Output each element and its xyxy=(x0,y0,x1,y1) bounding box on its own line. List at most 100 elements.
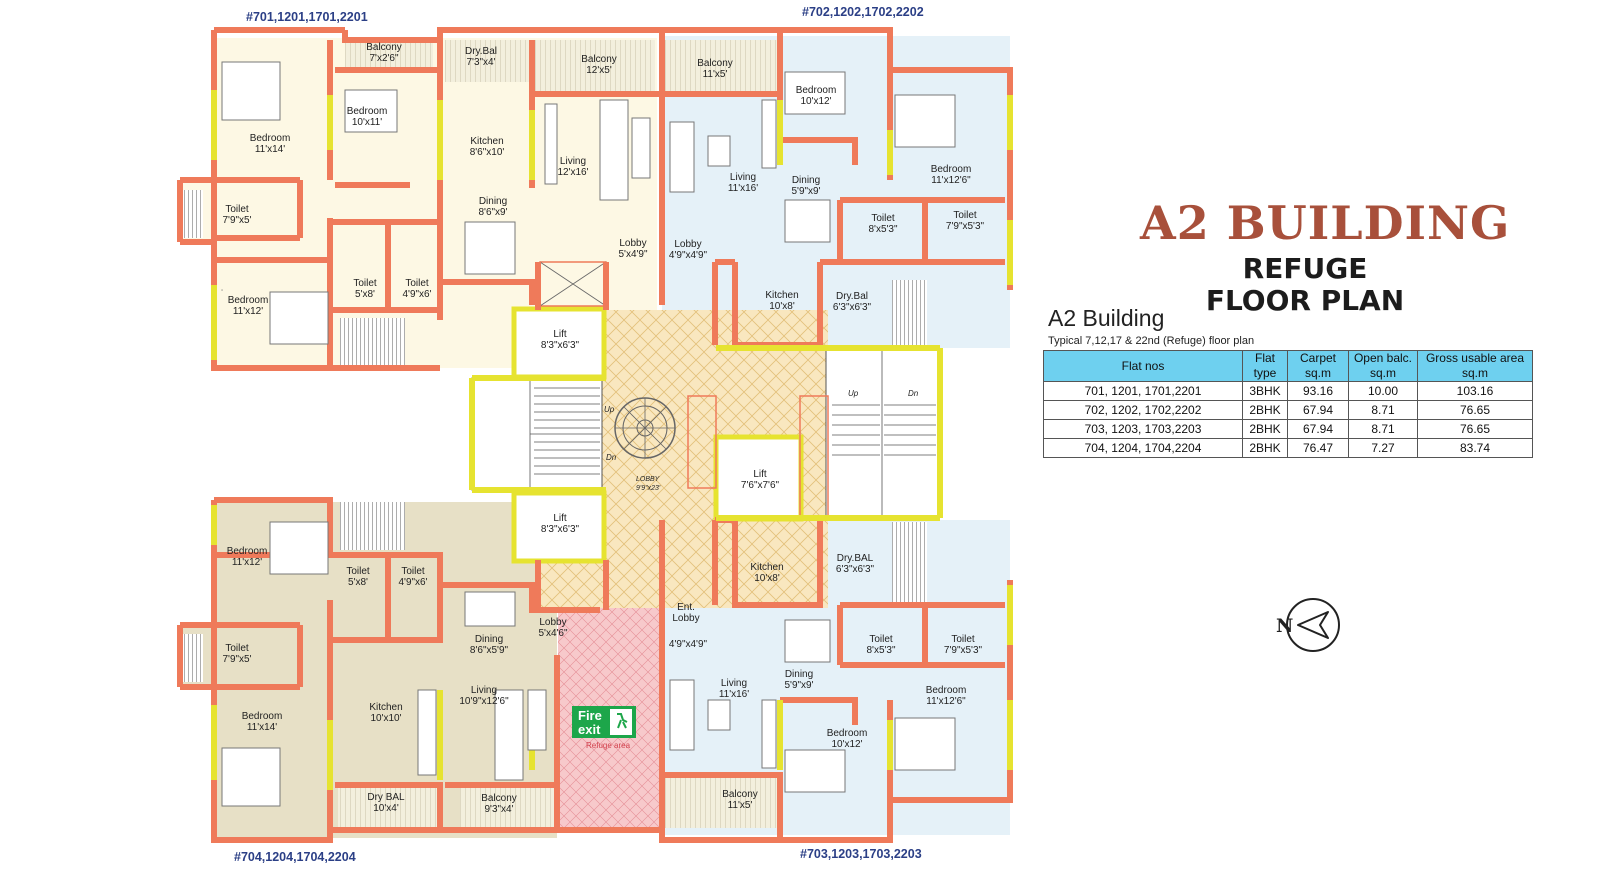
room-name: Dining xyxy=(785,669,813,680)
room-name: Dining xyxy=(479,196,507,207)
staircase-right xyxy=(825,347,939,519)
room-name: Living xyxy=(471,685,497,696)
room-name: Kitchen xyxy=(750,562,783,573)
room-name: Living xyxy=(721,678,747,689)
room-dimension: 11'x12' xyxy=(232,557,262,568)
cell: 2BHK xyxy=(1242,419,1288,439)
room-name: Balcony xyxy=(722,789,758,800)
room-name: Ent. xyxy=(677,602,695,613)
cell: 76.47 xyxy=(1287,438,1349,458)
table-row: 703, 1203, 1703,2203 2BHK 67.94 8.71 76.… xyxy=(1043,419,1533,439)
table-heading: A2 Building xyxy=(1048,305,1165,331)
room-name: Balcony xyxy=(481,793,517,804)
room-dimension: 10'x11' xyxy=(352,117,382,128)
room-dimension: 7'6"x7'6" xyxy=(741,480,780,491)
cell: 103.16 xyxy=(1417,381,1533,401)
table-row: 702, 1202, 1702,2202 2BHK 67.94 8.71 76.… xyxy=(1043,400,1533,420)
room-name: Balcony xyxy=(697,58,733,69)
room-dimension: 7'3"x4' xyxy=(466,57,495,68)
title-floor-plan: FLOOR PLAN xyxy=(1205,284,1405,317)
building-title: A2 BUILDING xyxy=(1140,196,1511,250)
cell: 701, 1201, 1701,2201 xyxy=(1043,381,1243,401)
furniture xyxy=(221,61,956,807)
room-dimension: 7'x2'6" xyxy=(369,53,399,64)
room-name: Toilet xyxy=(951,634,975,645)
room-name: Dry.BAL xyxy=(837,553,874,564)
room-dimension: 10'x10' xyxy=(370,713,401,724)
room-name: Dry.Bal xyxy=(465,46,497,57)
room-dimension: 5'9"x9' xyxy=(791,186,820,197)
room-name: Toilet xyxy=(871,213,895,224)
cell: 83.74 xyxy=(1417,438,1533,458)
room-name: Lobby xyxy=(539,617,566,628)
room-dimension: 6'3"x6'3" xyxy=(833,302,872,313)
room-name: Toilet xyxy=(401,566,425,577)
room-dimension: 7'9"x5' xyxy=(222,215,251,226)
room-name: Dry BAL xyxy=(367,792,405,803)
cell: 8.71 xyxy=(1348,419,1418,439)
room-dimension: 12'x5' xyxy=(586,65,612,76)
flat-number-top-right: #702,1202,1702,2202 xyxy=(802,5,924,19)
room-dimension: 8'3"x6'3" xyxy=(541,524,580,535)
room-name: Toilet xyxy=(225,643,249,654)
room-name: Dining xyxy=(475,634,503,645)
cell: 67.94 xyxy=(1287,400,1349,420)
room-dimension: 11'x5' xyxy=(728,800,753,811)
room-name: Bedroom xyxy=(227,546,268,557)
room-name: Lift xyxy=(753,469,767,480)
room-name: Bedroom xyxy=(250,133,291,144)
staircase-left xyxy=(471,377,603,491)
room-dimension: 4'9"x4'9" xyxy=(669,250,708,261)
room-name: Lift xyxy=(553,513,567,524)
header-open-balc: Open balc.sq.m xyxy=(1348,350,1418,382)
cell: 2BHK xyxy=(1242,400,1288,420)
room-name: Lobby xyxy=(619,238,646,249)
cell: 3BHK xyxy=(1242,381,1288,401)
room-dimension: 7'9"x5'3" xyxy=(944,645,983,656)
cell: 8.71 xyxy=(1348,400,1418,420)
room-dimension: 5'9"x9' xyxy=(784,680,813,691)
room-name: Living xyxy=(560,156,586,167)
table-row: 701, 1201, 1701,2201 3BHK 93.16 10.00 10… xyxy=(1043,381,1533,401)
room-dimension: 5'x8' xyxy=(355,289,375,300)
room-dimension: 7'9"x5' xyxy=(222,654,251,665)
room-dimension: 12'x16' xyxy=(557,167,588,178)
room-name: Kitchen xyxy=(369,702,402,713)
room-dimension: 4'9"x4'9" xyxy=(669,639,708,650)
cell: 76.65 xyxy=(1417,400,1533,420)
room-dimension: 9'3"x4' xyxy=(484,804,513,815)
room-name: Dry.Bal xyxy=(836,291,868,302)
room-dimension: 11'x12'6" xyxy=(931,175,971,186)
room-dimension: 5'x4'9" xyxy=(618,249,648,260)
room-dimension: 10'x8' xyxy=(754,573,780,584)
room-name: Kitchen xyxy=(470,136,503,147)
room-dimension: 8'6"x5'9" xyxy=(470,645,509,656)
cell: 2BHK xyxy=(1242,438,1288,458)
lobby-dim: 9'9"x23' xyxy=(636,485,661,492)
room-name: Lift xyxy=(553,329,567,340)
room-name: Toilet xyxy=(869,634,893,645)
room-name: Toilet xyxy=(405,278,429,289)
fire-exit-sign: Fire exit Refuge area xyxy=(572,706,636,750)
room-dimension: 10'x12' xyxy=(800,96,831,107)
room-dimension: 5'x8' xyxy=(348,577,368,588)
table-row: 704, 1204, 1704,2204 2BHK 76.47 7.27 83.… xyxy=(1043,438,1533,458)
lobby-rosette xyxy=(614,397,676,459)
lift-shafts xyxy=(511,306,804,564)
stair-up-right: Up xyxy=(848,389,859,398)
stair-dn-left: Dn xyxy=(606,453,617,462)
room-dimension: 10'9"x12'6" xyxy=(459,696,509,707)
room-dimension: 8'x5'3" xyxy=(866,645,896,656)
cell: 702, 1202, 1702,2202 xyxy=(1043,400,1243,420)
room-name: Toilet xyxy=(346,566,370,577)
room-dimension: 4'9"x6' xyxy=(402,289,431,300)
north-compass-icon: N xyxy=(1276,598,1340,652)
flat-number-top-left: #701,1201,1701,2201 xyxy=(246,10,368,24)
room-dimension: 11'x16' xyxy=(728,183,758,194)
flat-number-bottom-left: #704,1204,1704,2204 xyxy=(234,850,356,864)
